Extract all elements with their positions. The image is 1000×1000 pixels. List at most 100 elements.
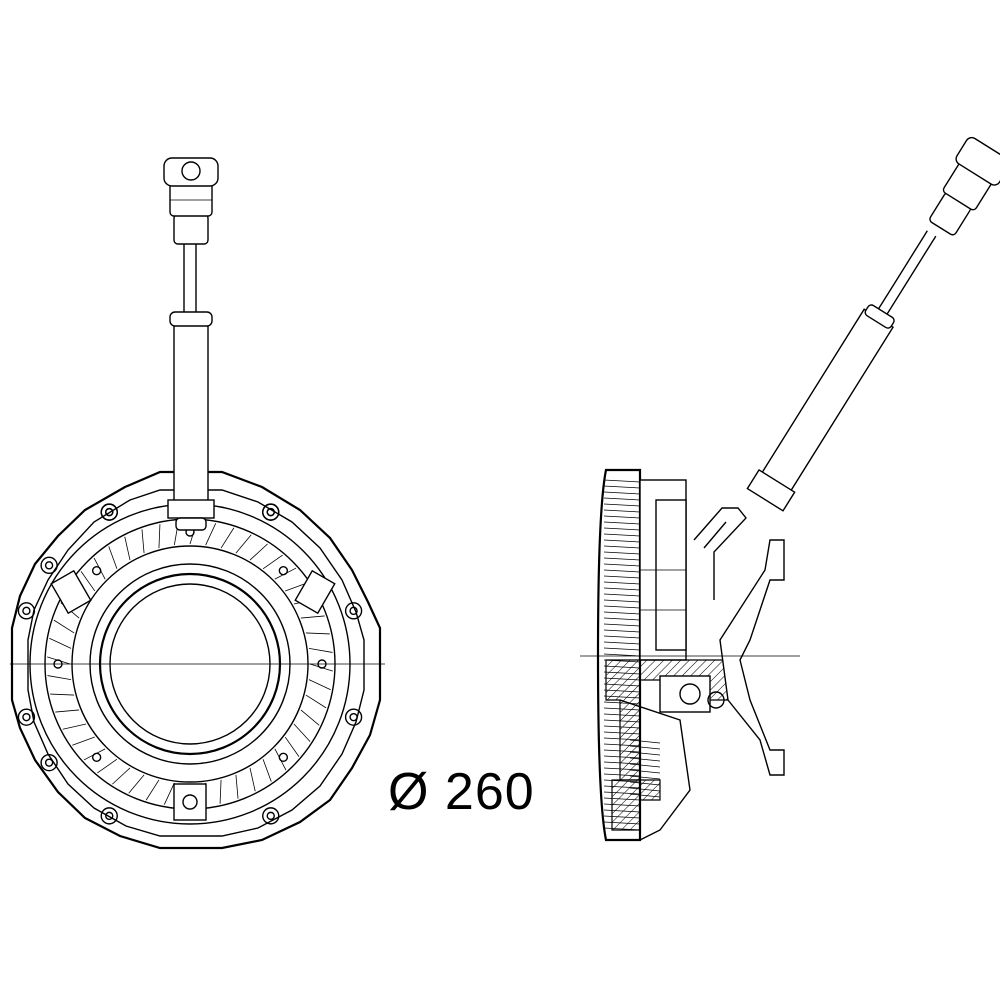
front-view-fin-ring-inner — [71, 545, 309, 783]
side-view-rod-right — [886, 235, 937, 315]
front-view-fin — [262, 759, 272, 782]
front-view-connector-head — [163, 157, 219, 187]
front-view-bolt-center — [44, 561, 54, 570]
front-view-inner-hole — [91, 565, 102, 576]
front-view-fin — [249, 543, 268, 561]
side-view-spring-coil — [629, 763, 661, 768]
front-view-bolt-center — [22, 606, 31, 616]
front-view-fin — [305, 694, 327, 709]
diameter-dimension-label: Ø 260 — [388, 763, 535, 821]
side-view-pipe-inner — [703, 521, 727, 549]
front-view-bolt-center — [105, 507, 114, 517]
side-view-fin-line — [603, 515, 641, 519]
front-view-fin — [108, 546, 118, 569]
front-view-bore-inner — [109, 583, 271, 745]
front-view-actuator-cylinder — [173, 319, 209, 511]
front-view-actuator-cap — [169, 311, 213, 327]
side-view-bearing-ball — [679, 683, 701, 705]
front-view-inner-hole — [278, 752, 289, 763]
front-view-fin — [55, 709, 80, 713]
side-view-fin-line — [603, 641, 641, 645]
front-view-fin — [163, 782, 175, 805]
side-view-spring-coil — [629, 745, 661, 750]
side-view-fin-line — [603, 593, 641, 597]
front-view-bolt-center — [266, 811, 275, 821]
front-view-inner-hole — [278, 565, 289, 576]
front-view-fin — [50, 693, 75, 696]
side-view-fin-line — [603, 581, 641, 585]
front-view-bolt — [262, 503, 280, 521]
front-view-actuator-collar — [175, 517, 207, 531]
front-view-fin — [62, 723, 87, 730]
side-view-spring-coil — [629, 757, 661, 762]
front-view-bore-outer — [98, 572, 282, 756]
side-view-fin-line — [603, 545, 641, 549]
front-view-fin — [235, 534, 252, 554]
side-view-spring-coil — [629, 787, 661, 792]
front-view-bolt — [100, 807, 118, 825]
front-view-fin — [308, 679, 331, 691]
front-view-fin — [300, 615, 325, 619]
front-view-connector-plug — [181, 161, 201, 181]
front-view-bracket-left-upper — [50, 569, 92, 615]
side-view-fin-line — [603, 521, 641, 525]
front-view-inner-hole — [53, 659, 63, 669]
front-view-fin — [53, 619, 75, 634]
side-view-fin-line — [603, 563, 641, 567]
front-view-fin — [293, 723, 311, 742]
front-view-bolt-center — [105, 811, 114, 821]
side-view-fin-line — [603, 575, 641, 579]
side-view-spring-coil — [629, 769, 661, 774]
side-view-fin-line — [603, 479, 641, 483]
front-view-bracket-bottom-bolt — [182, 794, 198, 810]
front-view-fin — [72, 736, 95, 746]
front-view-mounting-bolts — [17, 503, 363, 825]
side-view-fin-line — [603, 485, 641, 489]
side-view — [580, 136, 1000, 842]
front-view-bolt — [17, 708, 36, 726]
front-view-fin — [305, 632, 330, 635]
side-view-spring-coil — [629, 775, 661, 780]
side-view-fin-line — [603, 557, 641, 561]
front-view-bracket-bottom — [173, 783, 207, 821]
front-view-fin — [219, 779, 222, 804]
front-view-housing-outline — [10, 470, 382, 850]
side-view-fin-line — [603, 569, 641, 573]
front-view-bolt-center — [349, 606, 358, 616]
front-view-fin — [158, 524, 161, 549]
side-view-springs — [629, 739, 661, 798]
side-view-fin-line — [603, 497, 641, 501]
front-view-bolt-center — [349, 712, 358, 722]
side-view-fin-line — [603, 617, 641, 621]
side-view-spring-coil — [629, 739, 661, 744]
front-view-bolt — [344, 708, 363, 726]
side-view-fin-line — [603, 647, 641, 651]
front-view-bolt — [262, 807, 280, 825]
front-view-fin — [124, 536, 131, 561]
front-view-bolt-center — [22, 712, 31, 722]
side-view-bearing — [659, 675, 711, 713]
front-view-fin — [308, 647, 333, 653]
front-view-fin — [300, 709, 320, 726]
side-view-fin-line — [603, 599, 641, 603]
front-view-fin — [205, 523, 217, 546]
side-view-actuator-base — [746, 468, 796, 512]
side-view-fin-line — [603, 551, 641, 555]
side-view-bearing-ball-2 — [707, 691, 725, 709]
side-view-fin-line — [603, 629, 641, 633]
front-view-fin — [141, 529, 145, 554]
front-view-fin — [97, 758, 118, 774]
front-view-bolt-center — [44, 758, 54, 767]
front-view-inner-hole — [91, 752, 102, 763]
front-view-bolt — [100, 503, 118, 521]
front-view-housing-inner-rim — [27, 489, 365, 837]
side-view-mounting-flange — [719, 539, 785, 776]
side-view-fin-line — [603, 623, 641, 627]
side-view-fin-line — [603, 539, 641, 543]
front-view-connector-body — [169, 181, 213, 217]
side-view-connector-head — [955, 136, 1000, 186]
side-view-fin-line — [603, 635, 641, 639]
front-view-fin — [145, 779, 160, 801]
front-view-bracket-right-upper — [294, 569, 336, 615]
